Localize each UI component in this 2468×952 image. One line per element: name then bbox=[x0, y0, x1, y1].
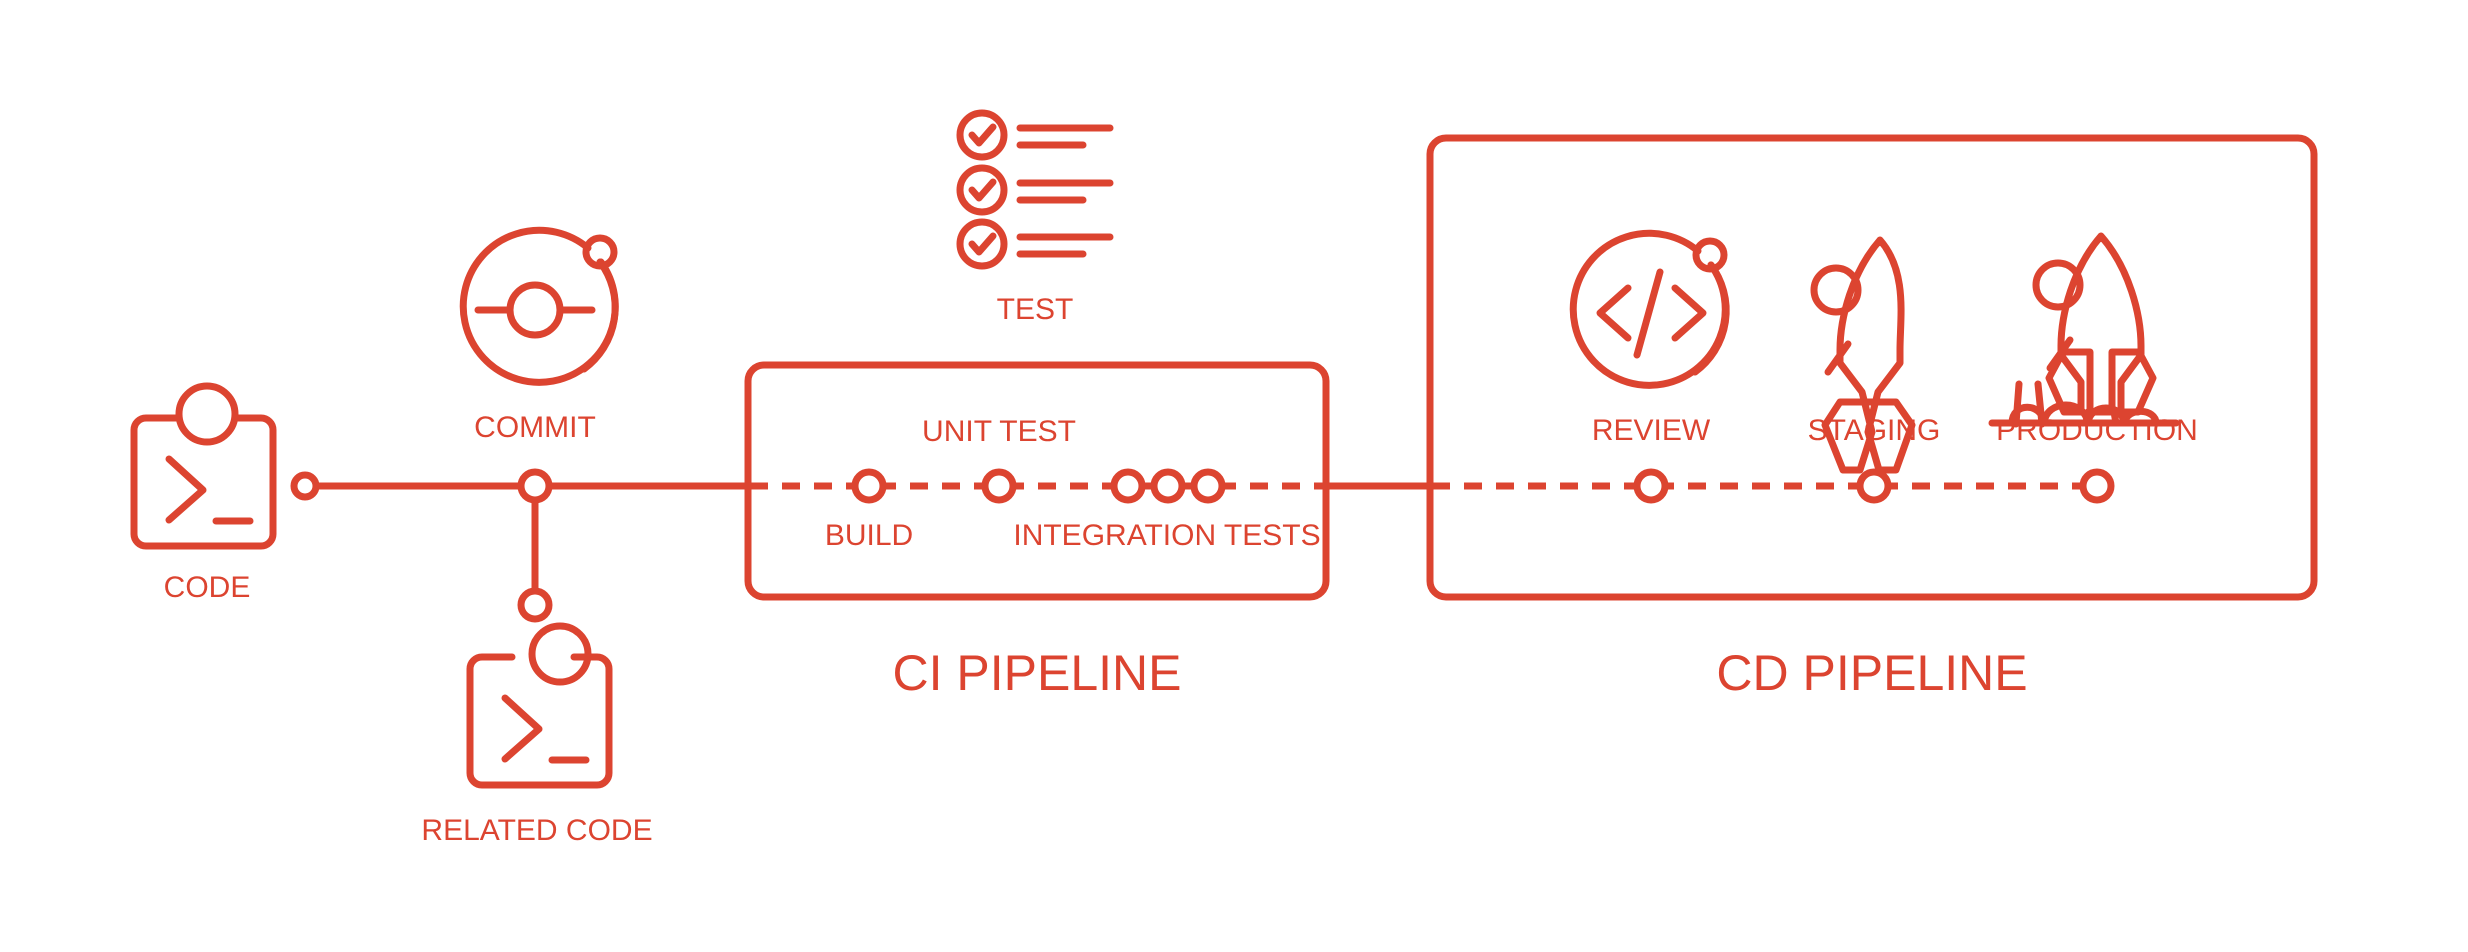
unit-test-label: UNIT TEST bbox=[922, 415, 1076, 448]
production-label: PRODUCTION bbox=[1996, 414, 2198, 447]
cd-pipeline-title: CD PIPELINE bbox=[1716, 645, 2027, 701]
build-label: BUILD bbox=[825, 519, 913, 552]
node-production[interactable] bbox=[2079, 468, 2115, 504]
rocket-launch-icon bbox=[1988, 232, 2180, 428]
node-code[interactable] bbox=[290, 471, 320, 501]
integration-tests-label: INTEGRATION TESTS bbox=[1013, 519, 1320, 552]
staging-label: STAGING bbox=[1808, 414, 1941, 447]
node-staging[interactable] bbox=[1856, 468, 1892, 504]
related-code-label: RELATED CODE bbox=[421, 814, 652, 847]
node-unit-test[interactable] bbox=[981, 468, 1017, 504]
rocket-idle-icon bbox=[1810, 236, 1916, 474]
node-related-code[interactable] bbox=[517, 587, 553, 623]
terminal-code-icon bbox=[130, 382, 277, 550]
test-label: TEST bbox=[997, 293, 1074, 326]
node-commit[interactable] bbox=[517, 468, 553, 504]
code-label: CODE bbox=[164, 571, 251, 604]
node-build[interactable] bbox=[851, 468, 887, 504]
node-review[interactable] bbox=[1633, 468, 1669, 504]
code-review-icon bbox=[1569, 229, 1730, 389]
ci-pipeline-title: CI PIPELINE bbox=[893, 645, 1182, 701]
terminal-code-icon bbox=[466, 622, 613, 789]
node-integration-test-1[interactable] bbox=[1110, 468, 1146, 504]
commit-label: COMMIT bbox=[474, 411, 596, 444]
node-integration-test-3[interactable] bbox=[1190, 468, 1226, 504]
cd-pipeline-box bbox=[1426, 134, 2318, 601]
checklist-icon bbox=[956, 109, 1114, 270]
commit-orbit-icon bbox=[459, 226, 619, 386]
ci-pipeline-box bbox=[744, 361, 1330, 601]
node-integration-test-2[interactable] bbox=[1150, 468, 1186, 504]
review-label: REVIEW bbox=[1592, 414, 1711, 447]
